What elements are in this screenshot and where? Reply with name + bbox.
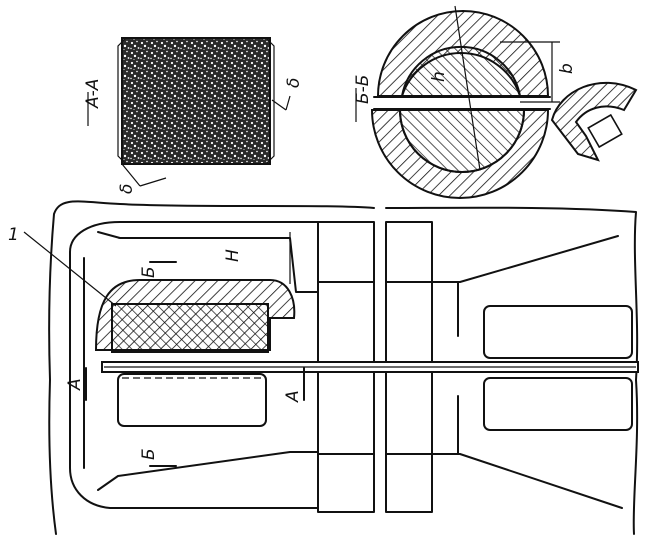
blade-contour-left [69, 221, 319, 509]
blade-taper-right-bottom [431, 453, 623, 509]
item-1-label: 1 [8, 225, 19, 245]
section-bb-view: b h Б-Б [353, 5, 638, 199]
dim-H-label: H [223, 249, 243, 262]
segment-edge-left [117, 37, 127, 165]
cut-b-bottom-label: Б [139, 448, 159, 460]
roller-left [117, 373, 267, 427]
abrasive-segment [121, 37, 271, 165]
bb-fragment [550, 81, 638, 162]
roller-right-bottom [483, 377, 633, 431]
bb-fragment-insert [587, 113, 623, 149]
bb-core-bottom [398, 109, 526, 173]
item-1-leader [23, 231, 117, 307]
dim-b-label: b [557, 63, 577, 74]
main-plan-view: H 1 А А Б Б [8, 200, 639, 535]
bb-axis [454, 5, 481, 171]
grinding-segment [111, 303, 269, 353]
outer-boundary-right [385, 206, 639, 535]
outer-boundary-left [48, 200, 375, 535]
section-aa-view: δ δ А-А [83, 37, 304, 194]
angle-leader-right [271, 99, 287, 111]
cut-b-top-label: Б [139, 266, 159, 278]
cut-a-right-label: А [283, 390, 303, 403]
roller-right-top [483, 305, 633, 359]
blade-taper-right [431, 235, 619, 283]
section-bb-title: Б-Б [353, 75, 373, 104]
angle-label-right: δ [284, 78, 304, 88]
blade-taper-left-bottom [97, 451, 319, 491]
angle-leader-right-2 [285, 95, 291, 111]
dim-h-label: h [429, 71, 449, 82]
cut-a-left-label: А [65, 378, 85, 391]
bb-core-top [400, 45, 522, 97]
angle-label-left: δ [117, 184, 137, 194]
angle-leader-left-2 [139, 177, 167, 187]
section-aa-title: А-А [83, 79, 103, 109]
angle-leader-left [121, 163, 141, 187]
